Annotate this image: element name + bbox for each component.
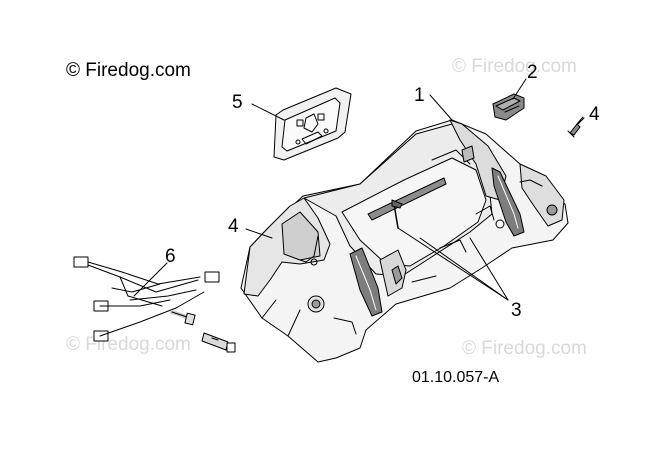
- part-4-screw-right: [567, 116, 584, 138]
- watermark-faded-bottom-right: © Firedog.com: [462, 338, 587, 359]
- diagram-code: 01.10.057-A: [412, 369, 500, 386]
- watermark-main: © Firedog.com: [66, 60, 191, 81]
- part-2-switch: [492, 93, 525, 121]
- callout-2: 2: [527, 62, 538, 83]
- part-1-body-shell: [240, 119, 569, 363]
- callout-4-body: 4: [228, 216, 239, 237]
- part-6-wiring-harness: [73, 256, 236, 353]
- callout-5: 5: [232, 92, 243, 113]
- callout-6: 6: [165, 246, 176, 267]
- part-5-cover-plate: [273, 87, 352, 161]
- callout-1: 1: [414, 85, 425, 106]
- leader-lines: [133, 78, 585, 301]
- callout-3: 3: [511, 300, 522, 321]
- callout-4-screw: 4: [589, 104, 600, 125]
- watermark-faded-top-right: © Firedog.com: [452, 56, 577, 77]
